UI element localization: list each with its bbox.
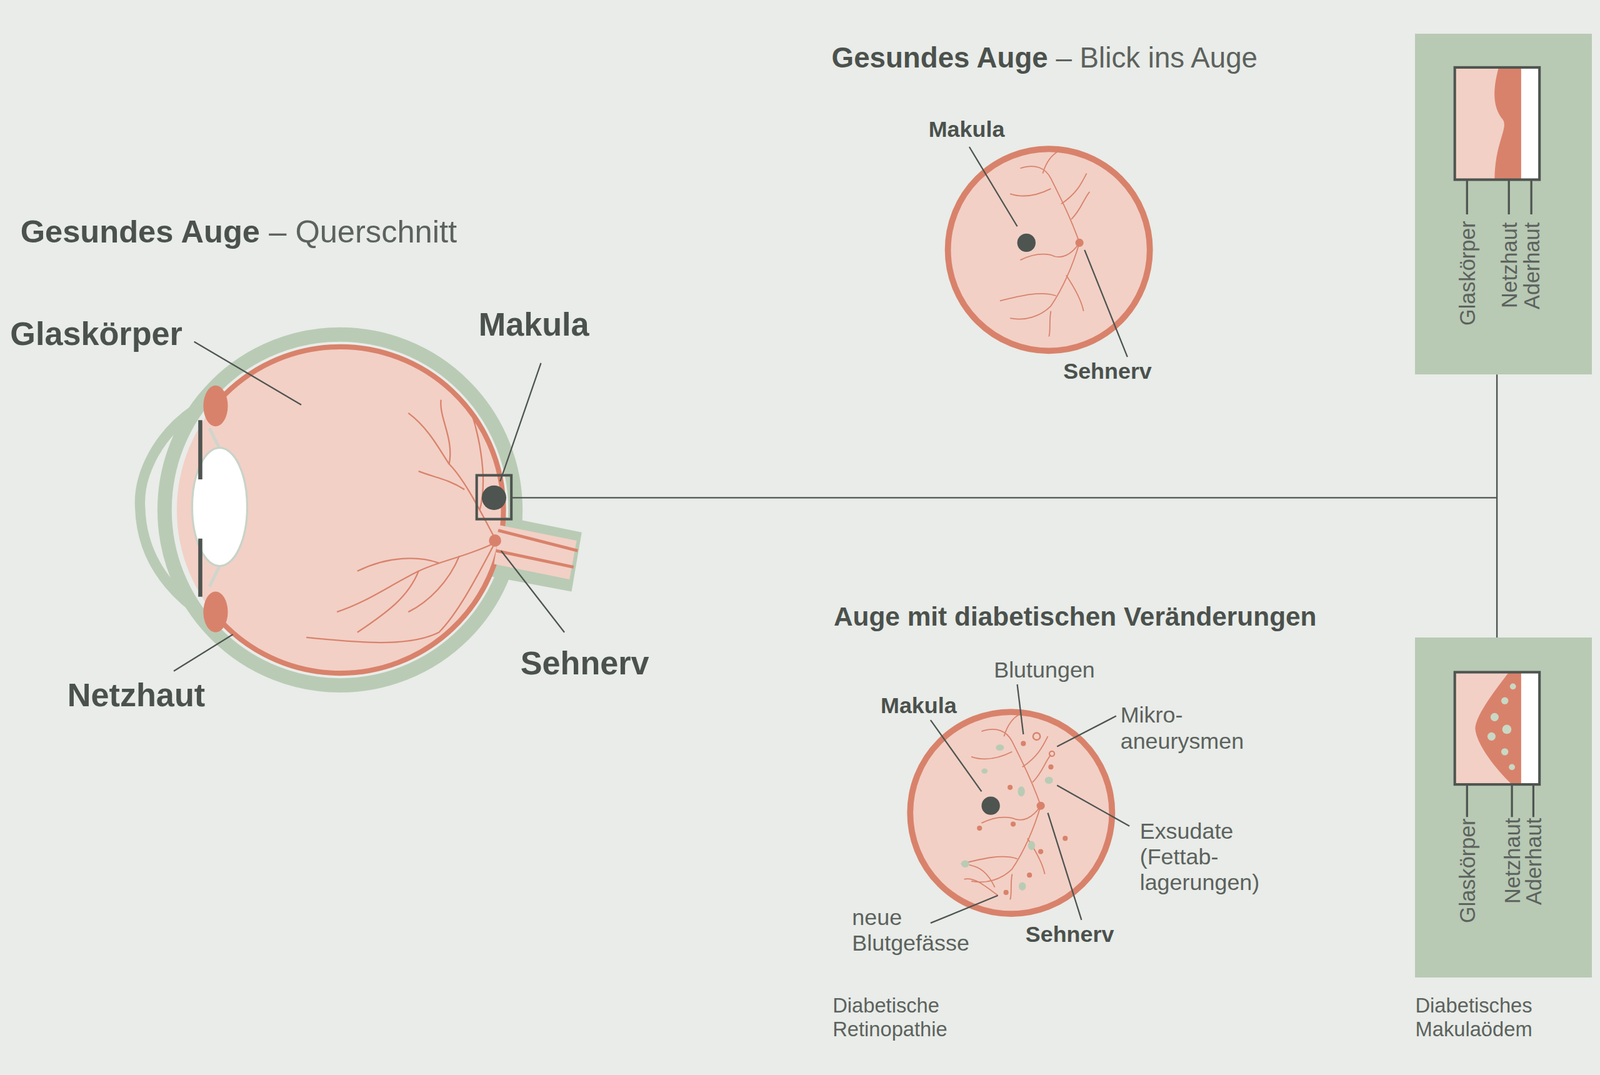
annotation-label: Exsudate (Fettab- lagerungen) [1140,818,1260,897]
illustration-g [306,400,495,643]
illustration-path [357,571,419,633]
illustration-g [961,744,1054,890]
illustration-path [214,346,504,674]
detail-panel: GlaskörperNetzhautAderhautDiabetisches M… [1415,637,1592,978]
illustration-path [969,146,1018,227]
illustration-path [496,530,579,568]
illustration-path [1056,785,1130,827]
illustration-ellipse [995,744,1004,751]
part-label: Makula [478,305,590,344]
illustration-circle [1020,741,1026,747]
illustration-circle [948,148,1150,351]
illustration-path [418,471,465,490]
layer-label: Aderhaut [1521,222,1543,310]
layer-label: Netzhaut [1501,818,1524,904]
illustration-circle [1007,785,1013,790]
illustration-path [198,420,203,597]
illustration-path [930,720,982,792]
part-label: Sehnerv [520,644,650,682]
illustration-path [306,542,495,643]
part-label: Gesundes Auge [831,41,1049,75]
illustration-line [511,496,1497,499]
layer-label: Glaskörper [1456,220,1479,326]
illustration-circle [1036,801,1045,810]
illustration-circle [1017,233,1036,252]
illustration-use [1000,151,1090,337]
illustration-circle [1003,890,1009,895]
part-label: Makula [928,116,1005,143]
illustration-path [408,555,460,612]
illustration-circle [910,711,1112,914]
annotation-label: Mikro- aneurysmen [1120,702,1245,755]
retina-section [1415,637,1592,978]
part-label: Makula [880,693,957,719]
part-label: Auge mit diabetischen Veränderungen [833,601,1317,633]
illustration-circle [176,346,504,674]
illustration-path [173,634,234,672]
detail-panel: Glaskörper NetzhautAderhaut [1415,33,1592,375]
illustration-circle [1010,821,1016,827]
annotation-label: – Querschnitt [268,213,457,250]
illustration-ellipse [981,768,988,774]
leader-lines [173,146,1130,924]
illustration-circle [1062,835,1068,841]
layer-label: Aderhaut [1523,818,1545,905]
fundus-diabetic [910,711,1112,914]
illustration-circle [981,796,1000,815]
illustration-circle [1026,872,1032,878]
illustration-path [501,550,565,633]
illustration-circle [1075,238,1084,247]
illustration-path [440,400,450,465]
illustration-circle [1049,751,1055,757]
part-label: Sehnerv [1063,358,1152,385]
annotation-label: Blutungen [993,657,1095,684]
part-label: Netzhaut [67,676,205,714]
annotation-label: Diabetische Retinopathie [832,993,948,1041]
illustration-ellipse [203,385,228,427]
retina-section [1415,33,1592,375]
illustration-path [964,865,999,896]
illustration-ellipse [1017,786,1025,797]
illustration-path [357,558,440,571]
illustration-ellipse [203,591,228,632]
connector-line [1496,374,1498,638]
illustration-ellipse [1045,776,1054,784]
layer-label: Netzhaut [1498,222,1520,309]
illustration-circle [976,825,982,831]
illustration-circle [481,485,507,510]
illustration-rect [476,475,512,519]
illustration-ellipse [961,860,970,867]
illustration-circle [164,334,515,685]
panel-caption: Diabetisches Makulaödem [1415,993,1532,1041]
part-label: Gesundes Auge [20,213,260,250]
illustration-circle [1048,764,1054,770]
illustration-circle [488,534,502,547]
part-label: Glaskörper [10,315,183,353]
illustration-ellipse [1028,840,1035,850]
annotation-label: – Blick ins Auge [1056,41,1259,75]
illustration-circle [1033,733,1040,740]
illustration-path [1084,250,1128,357]
fundus-healthy [948,148,1150,351]
illustration-path [1048,813,1082,920]
illustration-use [961,713,1052,900]
eye-cross-section [140,334,1497,685]
annotation-label: neue Blutgefässe [851,905,970,957]
illustration-path [930,895,999,924]
illustration-ellipse [1018,882,1026,891]
part-label: Sehnerv [1025,921,1115,948]
illustration-path [500,363,541,482]
illustration-circle [1038,849,1044,855]
illustration-g [976,741,1068,895]
layer-label: Glaskörper [1456,818,1479,924]
illustration-path [1017,684,1024,735]
illustration-path [194,341,302,405]
illustration-path [1056,716,1117,747]
